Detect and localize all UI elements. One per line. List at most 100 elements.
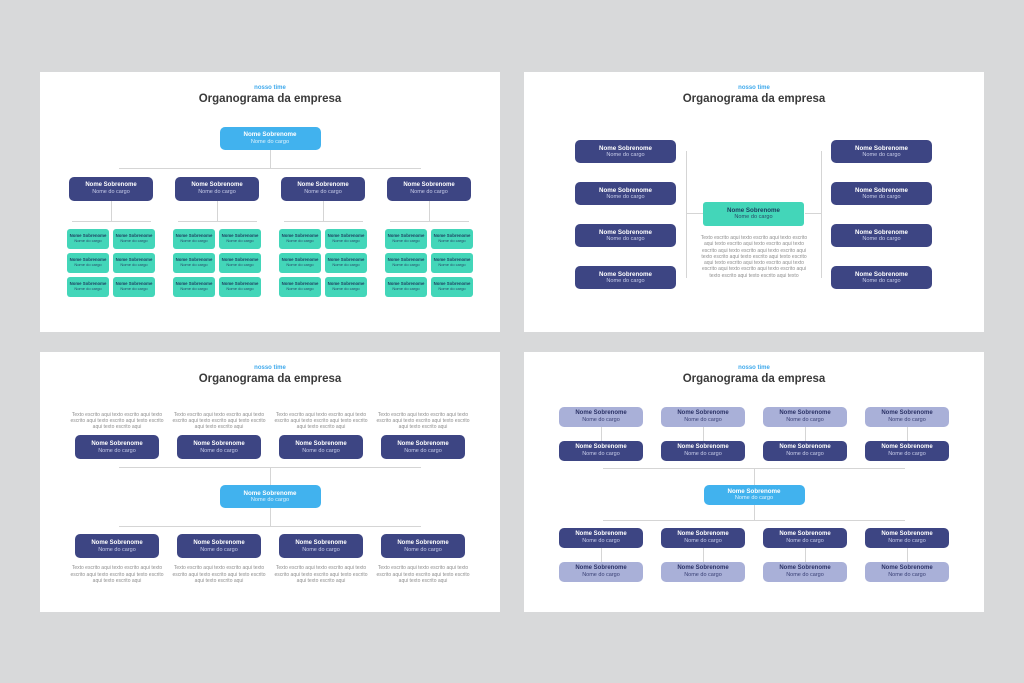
person-name: Nome Sobrenome [881, 565, 933, 572]
person-name: Nome Sobrenome [403, 182, 455, 189]
description-text: Texto escrito aqui texto escrito aqui te… [700, 235, 808, 279]
person-name: Nome Sobrenome [175, 256, 213, 262]
person-name: Nome Sobrenome [677, 410, 729, 417]
person-name: Nome Sobrenome [221, 232, 259, 238]
connector-line [119, 167, 421, 169]
person-role: Nome do cargo [92, 188, 130, 195]
person-role: Nome do cargo [786, 537, 824, 544]
slide-two-rows-text[interactable]: nosso time Organograma da empresa Texto … [40, 352, 500, 612]
description-text: Texto escrito aqui texto escrito aqui te… [172, 411, 266, 431]
person-name: Nome Sobrenome [397, 440, 449, 447]
connector-line [753, 468, 755, 485]
description-text: Texto escrito aqui texto escrito aqui te… [376, 411, 470, 431]
connector-line [702, 547, 704, 562]
center-leader-box: Nome Sobrenome Nome do cargo [703, 202, 804, 226]
person-role: Nome do cargo [684, 416, 722, 423]
person-role: Nome do cargo [226, 261, 254, 267]
connector-line [216, 200, 218, 221]
person-role: Nome do cargo [404, 546, 442, 553]
connector-line [269, 468, 271, 486]
slide-center-focus[interactable]: nosso time Organograma da empresa Nome S… [524, 72, 984, 332]
person-role: Nome do cargo [582, 537, 620, 544]
org-column: Texto escrito aqui texto escrito aqui te… [172, 412, 266, 460]
connector-line [804, 547, 806, 562]
person-role: Nome do cargo [582, 450, 620, 457]
person-name: Nome Sobrenome [433, 256, 471, 262]
org-column: Texto escrito aqui texto escrito aqui te… [70, 412, 164, 460]
connector-line [603, 519, 905, 521]
person-name: Nome Sobrenome [115, 256, 153, 262]
person-role: Nome do cargo [582, 416, 620, 423]
person-role: Nome do cargo [684, 537, 722, 544]
connector-line [177, 220, 257, 222]
connector-line [269, 508, 271, 527]
connector-line [428, 200, 430, 221]
person-role: Nome do cargo [120, 237, 148, 243]
connector-line [686, 213, 703, 214]
person-name: Nome Sobrenome [677, 565, 729, 572]
slide-two-tier-rows[interactable]: nosso time Organograma da empresa Nome S… [524, 352, 984, 612]
person-role: Nome do cargo [74, 237, 102, 243]
connector-line [603, 467, 905, 469]
slide-kicker: nosso time [738, 365, 770, 371]
person-name: Nome Sobrenome [193, 539, 245, 546]
person-role: Nome do cargo [286, 261, 314, 267]
connector-line [821, 151, 822, 278]
slide-org-tree[interactable]: nosso time Organograma da empresa Nome S… [40, 72, 500, 332]
slide-title: Organograma da empresa [198, 92, 342, 105]
person-role: Nome do cargo [304, 188, 342, 195]
slide-kicker: nosso time [254, 365, 286, 371]
person-name: Nome Sobrenome [779, 410, 831, 417]
person-name: Nome Sobrenome [575, 444, 627, 451]
connector-line [906, 547, 908, 562]
slide-kicker: nosso time [254, 85, 286, 91]
description-text: Texto escrito aqui texto escrito aqui te… [274, 565, 368, 584]
person-role: Nome do cargo [582, 571, 620, 578]
connector-line [322, 200, 324, 221]
connector-line [753, 504, 755, 520]
person-role: Nome do cargo [250, 497, 290, 504]
person-name: Nome Sobrenome [779, 565, 831, 572]
person-role: Nome do cargo [120, 261, 148, 267]
person-role: Nome do cargo [200, 546, 238, 553]
person-name: Nome Sobrenome [327, 232, 365, 238]
